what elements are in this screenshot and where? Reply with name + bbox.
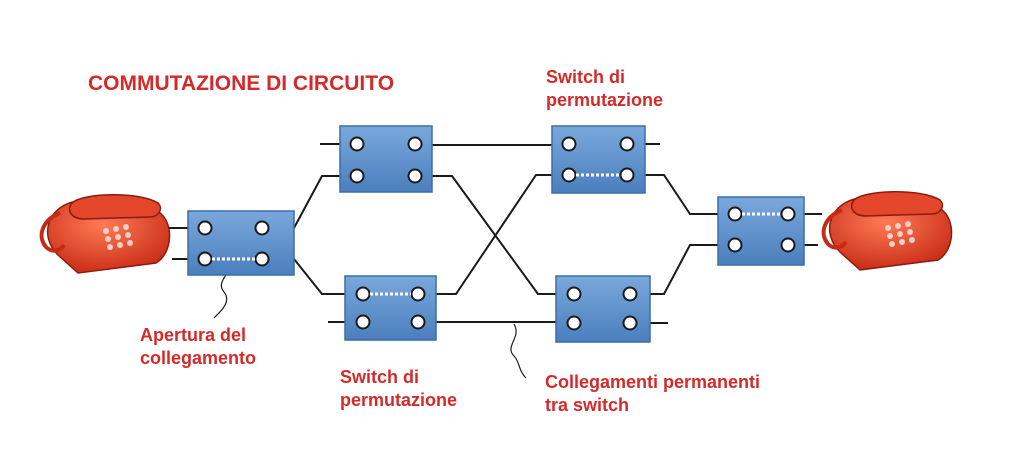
switch-box <box>187 125 805 343</box>
switch-f <box>717 196 805 266</box>
label-line: permutazione <box>340 390 458 411</box>
telephone-icon <box>39 194 171 274</box>
link-c-d <box>436 174 552 295</box>
link-a-c <box>293 258 345 295</box>
label-switch-top-right: Switch di permutazione <box>546 66 663 113</box>
label-line: Collegamenti permanenti <box>545 372 761 392</box>
switch-c <box>344 275 437 341</box>
switch-b <box>339 125 433 193</box>
label-line: Switch di <box>340 367 420 387</box>
label-line: collegamento <box>140 348 257 369</box>
switch-e <box>555 275 651 343</box>
label-line: tra switch <box>545 395 630 416</box>
link-a-b <box>293 175 340 229</box>
label-line: permutazione <box>546 90 664 111</box>
label-collegamenti: Collegamenti permanenti tra switch <box>545 371 760 418</box>
callout-collegamenti <box>510 323 527 379</box>
link-e-f <box>650 244 718 295</box>
telephone-icon <box>821 191 953 271</box>
label-apertura: Apertura del collegamento <box>140 324 256 371</box>
label-line: Switch di <box>546 67 626 87</box>
switch-d <box>551 125 646 194</box>
switch-a <box>187 210 295 276</box>
link-b-e <box>432 175 556 295</box>
links <box>160 143 822 379</box>
page-title: COMMUTAZIONE DI CIRCUITO <box>88 72 395 95</box>
label-line: Apertura del <box>140 325 247 345</box>
link-d-f <box>645 174 718 215</box>
label-switch-bottom-mid: Switch di permutazione <box>340 366 457 413</box>
